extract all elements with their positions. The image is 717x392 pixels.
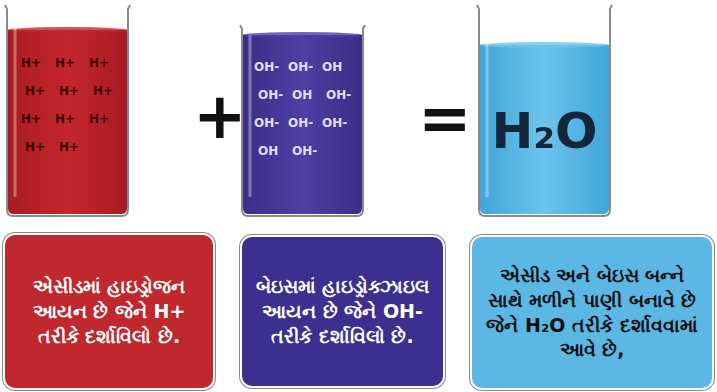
base-beaker: OH- OH- OH OH- OH OH- OH- OH- OH- OH OH-: [240, 25, 365, 217]
glass-shine: [249, 35, 252, 197]
ion-label: H+: [25, 141, 45, 153]
ion-label: H+: [21, 113, 41, 125]
glass-outline: [477, 5, 612, 216]
ion-label: OH-: [254, 61, 279, 73]
ion-label: OH: [258, 145, 278, 157]
ion-label: H+: [93, 85, 113, 97]
liquid: [243, 35, 362, 214]
ion-label: OH-: [292, 145, 317, 157]
liquid: [480, 45, 609, 214]
liquid: [8, 30, 127, 214]
ion-label: H+: [55, 57, 75, 69]
formula-label: H₂O: [491, 106, 597, 156]
glass-outline: [5, 5, 130, 216]
liquid-surface: [243, 32, 362, 38]
water-beaker: H₂O: [477, 5, 612, 217]
ion-label: OH-: [254, 117, 279, 129]
glass-shine: [14, 15, 17, 197]
ion-label: H+: [59, 85, 79, 97]
base-caption: બેઇસમાં હાઇડ્રોક્ઝાઇલ આયન છે જેને OH- તર…: [240, 235, 445, 388]
ion-label: OH-: [288, 117, 313, 129]
ion-label: OH-: [288, 61, 313, 73]
caption-text: બેઇસમાં હાઇડ્રોક્ઝાઇલ આયન છે જેને OH- તર…: [252, 274, 433, 348]
acid-caption: એસીડમાં હાઇડ્રોજન આયન છે જેને H+ તરીકે દ…: [3, 233, 215, 390]
caption-text: એસીડમાં હાઇડ્રોજન આયન છે જેને H+ તરીકે દ…: [15, 274, 203, 348]
liquid-surface: [480, 42, 609, 48]
ion-label: H+: [55, 113, 75, 125]
ion-label: OH-: [322, 117, 347, 129]
caption-text: એસીડ અને બેઇસ બન્ને સાથે મળીને પાણી બનાવ…: [482, 263, 702, 362]
glass-shine: [486, 15, 489, 197]
ion-label: OH: [322, 61, 342, 73]
water-caption: એસીડ અને બેઇસ બન્ને સાથે મળીને પાણી બનાવ…: [470, 235, 714, 390]
ion-label: OH-: [258, 89, 283, 101]
ion-label: OH: [292, 89, 312, 101]
ion-label: H+: [25, 85, 45, 97]
equals-sign: =: [418, 86, 472, 150]
ion-label: H+: [21, 57, 41, 69]
plus-sign: +: [193, 84, 247, 148]
liquid-surface: [8, 27, 127, 33]
ion-label: H+: [89, 57, 109, 69]
acid-beaker: H+ H+ H+ H+ H+ H+ H+ H+ H+ H+ H+: [5, 5, 130, 217]
beaker-glass: [5, 5, 130, 217]
ion-label: OH-: [326, 89, 351, 101]
ion-label: H+: [59, 141, 79, 153]
ion-label: H+: [89, 113, 109, 125]
glass-outline: [240, 25, 365, 216]
